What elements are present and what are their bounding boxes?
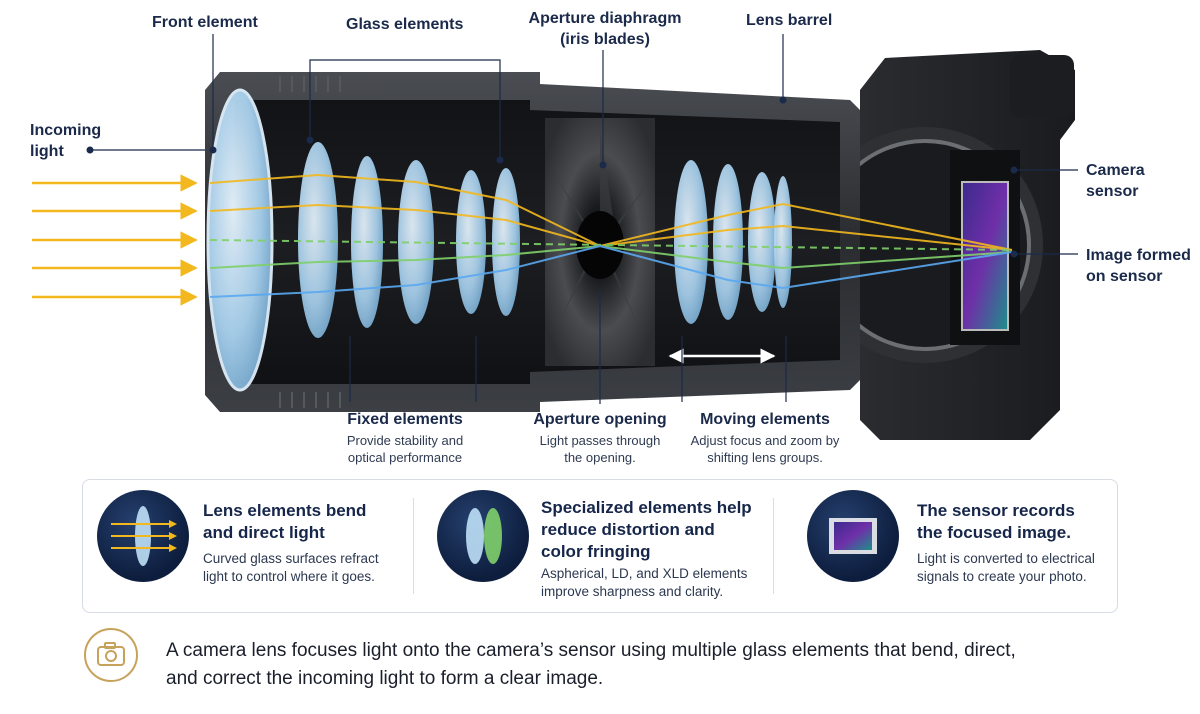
feature-specialized-elements-desc-line-1: Aspherical, LD, and XLD elements bbox=[541, 566, 748, 581]
feature-specialized-elements-title-line-1: Specialized elements help bbox=[541, 498, 752, 517]
camera-sensor-label: Camera sensor bbox=[1086, 162, 1145, 200]
feature-panel: Lens elements bend and direct light Curv… bbox=[82, 479, 1118, 613]
glass-element bbox=[674, 160, 708, 324]
fixed-glass-elements bbox=[298, 142, 520, 338]
feature-sensor-records-desc: Light is converted to electrical signals… bbox=[917, 550, 1112, 586]
feature-specialized-elements-title-line-2: reduce distortion and bbox=[541, 520, 715, 539]
image-formed-line-2: on sensor bbox=[1086, 268, 1163, 285]
summary-text: A camera lens focuses light onto the cam… bbox=[166, 637, 1066, 693]
glass-element bbox=[713, 164, 743, 320]
fixed-elements-desc-line-1: Provide stability and bbox=[346, 433, 464, 448]
specialized-lens-icon bbox=[437, 490, 529, 582]
feature-lens-bend-desc-line-2: light to control where it goes. bbox=[203, 569, 375, 584]
moving-elements-desc-line-2: shifting lens groups. bbox=[707, 450, 823, 465]
light-refraction-icon bbox=[97, 490, 189, 582]
aperture-diaphragm-title: Aperture diaphragm bbox=[528, 10, 682, 27]
fixed-elements-desc-line-2: optical performance bbox=[347, 450, 463, 465]
feature-specialized-elements-title: Specialized elements help reduce distort… bbox=[541, 497, 766, 563]
incoming-light-line-2: light bbox=[30, 143, 64, 160]
leader-dots bbox=[86, 96, 1018, 258]
image-formed-label: Image formed on sensor bbox=[1086, 245, 1191, 287]
fixed-elements-desc: Provide stability and optical performanc… bbox=[320, 432, 490, 466]
feature-sensor-records: The sensor records the focused image. Li… bbox=[793, 480, 1113, 612]
feature-sensor-records-title-line-2: the focused image. bbox=[917, 523, 1071, 542]
glass-element bbox=[298, 142, 338, 338]
focus-ring-grip bbox=[279, 76, 341, 408]
moving-elements-desc: Adjust focus and zoom by shifting lens g… bbox=[670, 432, 860, 466]
incoming-light-arrows bbox=[32, 174, 198, 306]
moving-elements-title: Moving elements bbox=[700, 411, 830, 428]
feature-specialized-elements-title-line-3: color fringing bbox=[541, 542, 651, 561]
feature-divider bbox=[773, 498, 774, 594]
incoming-light-line-1: Incoming bbox=[30, 122, 102, 139]
fixed-elements-title: Fixed elements bbox=[347, 411, 463, 428]
glass-element bbox=[748, 172, 776, 312]
feature-lens-bend-desc: Curved glass surfaces refract light to c… bbox=[203, 550, 408, 586]
feature-specialized-elements: Specialized elements help reduce distort… bbox=[423, 480, 773, 612]
leader-lines bbox=[90, 34, 1078, 404]
feature-lens-bend-title-line-2: and direct light bbox=[203, 523, 325, 542]
moving-elements-desc-line-1: Adjust focus and zoom by bbox=[690, 433, 840, 448]
feature-sensor-records-desc-line-1: Light is converted to electrical bbox=[917, 551, 1095, 566]
feature-specialized-elements-desc-line-2: improve sharpness and clarity. bbox=[541, 584, 724, 599]
aperture-opening-desc-line-1: Light passes through bbox=[539, 433, 661, 448]
glass-elements-label: Glass elements bbox=[346, 16, 464, 33]
feature-specialized-elements-desc: Aspherical, LD, and XLD elements improve… bbox=[541, 565, 766, 601]
feature-sensor-records-title: The sensor records the focused image. bbox=[917, 500, 1112, 544]
lens-barrel-label: Lens barrel bbox=[746, 12, 833, 29]
feature-lens-bend-desc-line-1: Curved glass surfaces refract bbox=[203, 551, 379, 566]
feature-lens-bend: Lens elements bend and direct light Curv… bbox=[83, 480, 413, 612]
aperture-opening-desc: Light passes through the opening. bbox=[515, 432, 685, 466]
feature-divider bbox=[413, 498, 414, 594]
aperture-diaphragm-subtitle: (iris blades) bbox=[560, 31, 650, 48]
camera-icon bbox=[84, 628, 138, 682]
lens-cutaway-diagram bbox=[32, 34, 1078, 440]
aperture-opening-title: Aperture opening bbox=[533, 411, 667, 428]
feature-lens-bend-title-line-1: Lens elements bend bbox=[203, 501, 367, 520]
glass-element bbox=[774, 176, 792, 308]
aperture-diaphragm-label: Aperture diaphragm (iris blades) bbox=[520, 8, 690, 50]
sensor-chip-icon bbox=[807, 490, 899, 582]
summary-text-line-2: and correct the incoming light to form a… bbox=[166, 668, 604, 689]
light-ray-paths bbox=[209, 173, 1013, 298]
image-formed-line-1: Image formed bbox=[1086, 247, 1191, 264]
aperture-opening-desc-line-2: the opening. bbox=[564, 450, 636, 465]
front-element-label: Front element bbox=[152, 14, 258, 31]
feature-lens-bend-title: Lens elements bend and direct light bbox=[203, 500, 408, 544]
feature-sensor-records-title-line-1: The sensor records bbox=[917, 501, 1075, 520]
feature-sensor-records-desc-line-2: signals to create your photo. bbox=[917, 569, 1087, 584]
summary-text-line-1: A camera lens focuses light onto the cam… bbox=[166, 640, 1016, 661]
incoming-light-label: Incoming light bbox=[30, 120, 101, 162]
glass-element bbox=[492, 168, 520, 316]
